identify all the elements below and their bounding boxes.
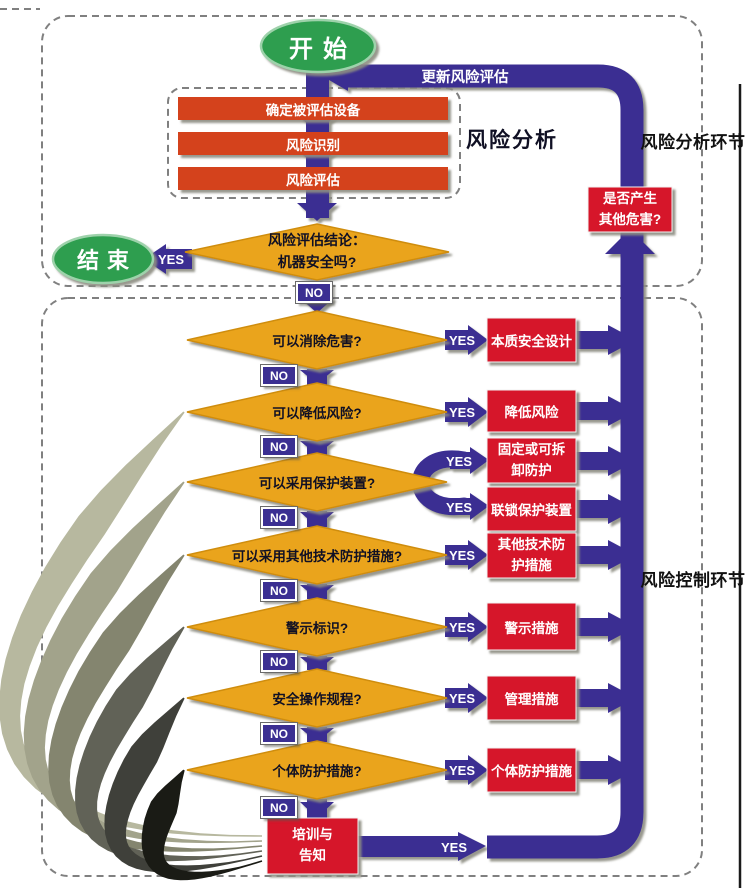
no-badge-a: NO — [296, 282, 332, 303]
no-badge-b: NO — [261, 365, 297, 386]
yes-arrow-end — [144, 244, 192, 274]
analysis-section-frame — [41, 15, 703, 287]
decision-machine-safe — [184, 223, 450, 281]
decision-safe-procedure — [186, 668, 448, 728]
no-badge-e: NO — [261, 580, 297, 601]
decision-eliminate-hazard — [186, 310, 448, 370]
step-risk-identification-box — [178, 132, 448, 155]
hazard-check-box — [587, 186, 673, 233]
hazard-arrowhead-icon — [605, 229, 655, 254]
feedback-curve-6 — [141, 769, 263, 881]
decision-protective-device — [186, 452, 448, 512]
training-box — [266, 817, 359, 875]
result-interlock-guard-box — [486, 486, 577, 532]
end-terminal — [51, 233, 155, 285]
decision-reduce-risk — [186, 382, 448, 442]
feedback-curves — [0, 411, 263, 881]
result-personal-protection-box — [486, 747, 577, 793]
result-inherent-safe-design-box — [486, 317, 577, 363]
feedback-curve-2 — [23, 481, 263, 844]
no-badge-c: NO — [261, 436, 297, 457]
result-fixed-guard-box — [486, 437, 577, 484]
training-yes-bar — [358, 836, 458, 857]
result-warning-measure-box — [486, 602, 577, 651]
no-badge-h: NO — [261, 797, 297, 818]
no-badge-d: NO — [261, 507, 297, 528]
start-terminal — [259, 18, 377, 74]
step-identify-equipment-box — [178, 97, 448, 120]
decision-other-technical — [186, 525, 448, 585]
result-management-measure-box — [486, 675, 577, 721]
decision-personal-protection — [186, 740, 448, 800]
decision-warning-sign — [186, 597, 448, 657]
no-badge-f: NO — [261, 651, 297, 672]
training-yes-arrowhead-icon — [458, 832, 486, 861]
feedback-curve-5 — [104, 697, 263, 873]
result-other-technical-box — [486, 532, 577, 579]
step-risk-evaluation-box — [178, 167, 448, 190]
feedback-curve-3 — [48, 554, 263, 852]
result-reduce-risk-box — [486, 389, 577, 433]
no-badge-g: NO — [261, 723, 297, 744]
feedback-curve-4 — [75, 626, 263, 862]
